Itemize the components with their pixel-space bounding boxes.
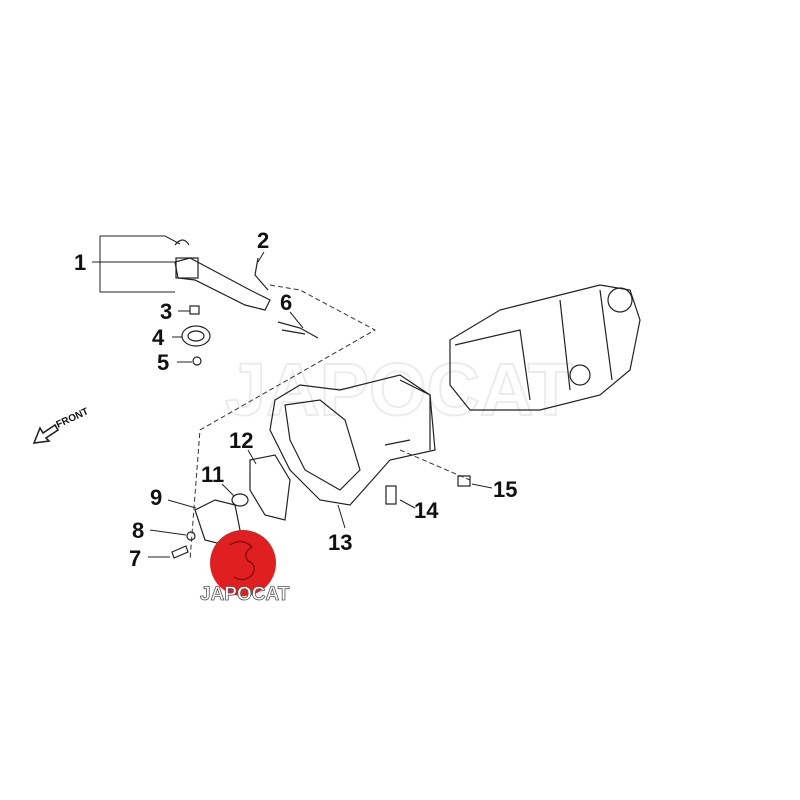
leader-8 bbox=[149, 529, 187, 536]
leader-13 bbox=[337, 504, 346, 529]
japocat-logo: JAPOCAT bbox=[200, 530, 290, 605]
assembly-line bbox=[189, 284, 377, 561]
callout-7: 7 bbox=[129, 546, 141, 571]
callout-4: 4 bbox=[152, 325, 165, 350]
clutch-housing bbox=[269, 374, 436, 506]
callout-14: 14 bbox=[414, 498, 439, 523]
callout-2: 2 bbox=[257, 228, 269, 253]
front-cover bbox=[194, 499, 241, 546]
logo-text: JAPOCAT bbox=[200, 584, 290, 605]
leader-2 bbox=[257, 251, 265, 263]
leader-9 bbox=[167, 499, 197, 509]
callout-9: 9 bbox=[150, 485, 162, 510]
release-fork bbox=[174, 239, 271, 311]
leader-12 bbox=[247, 449, 257, 465]
callout-12: 12 bbox=[229, 428, 253, 453]
arrow-icon bbox=[32, 423, 60, 444]
bolt bbox=[171, 545, 189, 559]
callout-15: 15 bbox=[493, 477, 517, 502]
callout-8: 8 bbox=[132, 518, 144, 543]
spring-clip bbox=[254, 257, 269, 291]
callout-1: 1 bbox=[74, 250, 86, 275]
callout-3: 3 bbox=[160, 299, 172, 324]
logo-emblem bbox=[229, 540, 255, 581]
front-direction-indicator: FRONT bbox=[32, 406, 91, 444]
leader-15 bbox=[471, 483, 493, 489]
gasket bbox=[249, 454, 291, 521]
release-bearing bbox=[181, 325, 211, 347]
pivot-stud bbox=[189, 305, 200, 315]
leader-6 bbox=[289, 311, 304, 329]
drain-plug bbox=[457, 475, 471, 487]
callout-6: 6 bbox=[280, 290, 292, 315]
washer bbox=[186, 531, 196, 541]
leader-14 bbox=[399, 499, 416, 509]
front-label: FRONT bbox=[55, 406, 91, 431]
oil-seal bbox=[231, 493, 249, 507]
logo-circle bbox=[210, 530, 276, 596]
watermark: JAPOCAT bbox=[225, 348, 573, 431]
transmission-assembly bbox=[449, 284, 641, 411]
plug bbox=[385, 485, 397, 505]
callout-11: 11 bbox=[201, 462, 224, 487]
sensor-wire bbox=[277, 321, 319, 339]
callout-5: 5 bbox=[157, 350, 169, 375]
callout-13: 13 bbox=[328, 530, 352, 555]
clip bbox=[192, 356, 202, 366]
leader-11 bbox=[221, 483, 235, 497]
leader-1 bbox=[92, 235, 181, 293]
